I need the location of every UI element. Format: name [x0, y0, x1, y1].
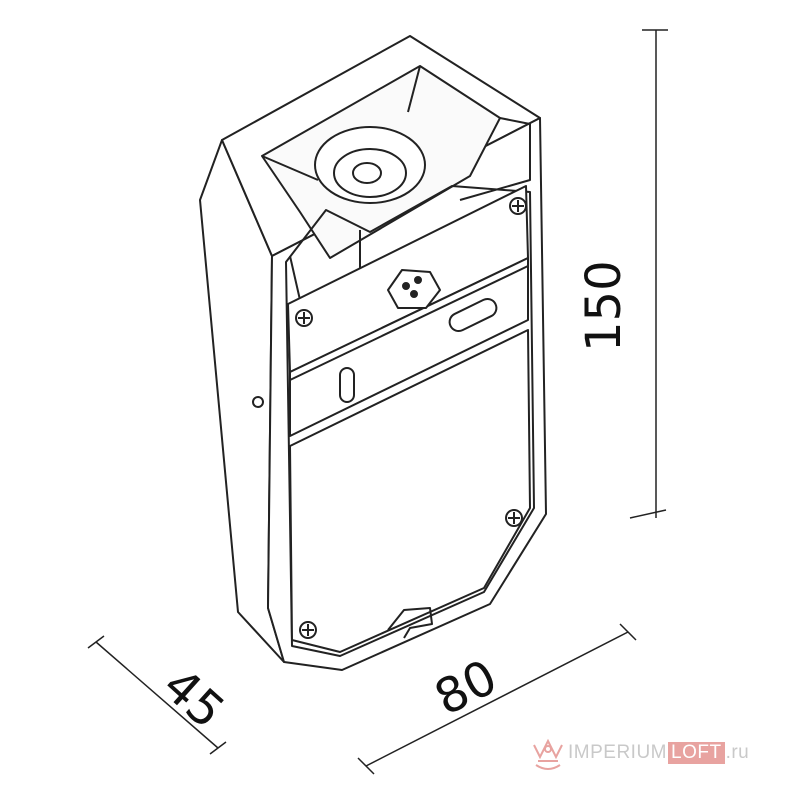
cover-panel [289, 329, 531, 653]
dim-label-depth: 45 [152, 657, 235, 739]
front-inner-rim [285, 185, 535, 657]
dim-line-width [365, 631, 629, 767]
watermark: IMPERIUM LOFT .ru [528, 733, 749, 773]
slot-left [339, 367, 355, 403]
side-screw-icon [252, 396, 264, 408]
bottom-notch [387, 607, 433, 639]
screw-icon [509, 197, 527, 215]
crown-logo-icon [533, 738, 563, 770]
screw-icon [299, 621, 317, 639]
connector-hex [387, 269, 441, 309]
dim-line-depth [95, 641, 219, 749]
dim-label-height: 150 [576, 260, 632, 352]
watermark-loft: LOFT [668, 742, 725, 764]
lens-center [352, 162, 382, 184]
screw-icon [295, 309, 313, 327]
watermark-brand: IMPERIUM [568, 742, 667, 763]
screw-icon [505, 509, 523, 527]
watermark-domain: .ru [725, 742, 750, 763]
dim-label-width: 80 [426, 649, 506, 727]
slot-right [448, 297, 498, 333]
